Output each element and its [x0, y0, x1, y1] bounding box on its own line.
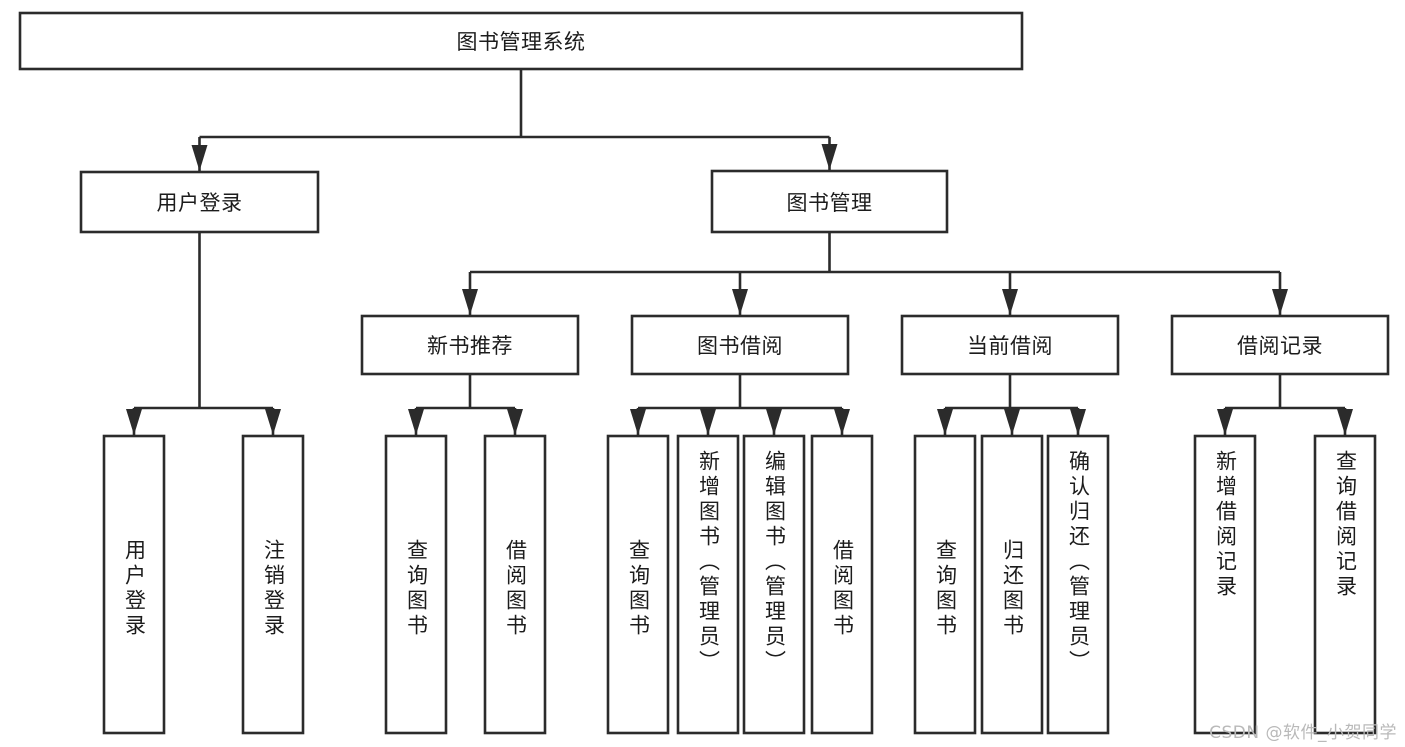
node-box-new-book-recommend[interactable] — [360, 314, 580, 376]
arrow-head-icon — [408, 409, 424, 435]
node-box-leaf-confirm-return[interactable] — [1046, 434, 1110, 735]
arrow-head-icon — [1272, 289, 1288, 315]
node-box-leaf-add-record[interactable] — [1193, 434, 1257, 735]
node-box-leaf-borrow-book-rec[interactable] — [483, 434, 547, 735]
arrow-head-icon — [834, 409, 850, 435]
node-box-borrow-record[interactable] — [1170, 314, 1390, 376]
node-boxes — [18, 11, 1390, 735]
arrow-head-icon — [1217, 409, 1233, 435]
arrow-head-icon — [1337, 409, 1353, 435]
arrow-head-icon — [937, 409, 953, 435]
arrow-head-icon — [191, 145, 208, 171]
arrow-head-icon — [126, 409, 142, 435]
node-box-book-borrow[interactable] — [630, 314, 850, 376]
arrow-head-icon — [766, 409, 782, 435]
node-box-leaf-logout[interactable] — [241, 434, 305, 735]
node-box-leaf-query-book-rec[interactable] — [384, 434, 448, 735]
arrow-head-icon — [1004, 409, 1020, 435]
arrow-head-icon — [821, 144, 838, 170]
root-node-box[interactable] — [18, 11, 1024, 71]
connector-lines — [126, 69, 1353, 435]
arrow-head-icon — [732, 289, 748, 315]
node-box-leaf-borrow-book-bb[interactable] — [810, 434, 874, 735]
node-box-leaf-user-login[interactable] — [102, 434, 166, 735]
arrow-head-icon — [507, 409, 523, 435]
node-box-leaf-query-record[interactable] — [1313, 434, 1377, 735]
arrow-head-icon — [462, 289, 478, 315]
arrow-head-icon — [700, 409, 716, 435]
node-box-book-manage[interactable] — [710, 169, 949, 234]
arrow-head-icon — [1002, 289, 1018, 315]
node-box-leaf-return-book[interactable] — [980, 434, 1044, 735]
node-box-leaf-query-book-bb[interactable] — [606, 434, 670, 735]
watermark-text: CSDN @软件_小贺同学 — [1209, 723, 1397, 743]
node-box-current-borrow[interactable] — [900, 314, 1120, 376]
node-box-leaf-edit-book[interactable] — [742, 434, 806, 735]
node-box-leaf-add-book[interactable] — [676, 434, 740, 735]
node-box-user-login[interactable] — [79, 170, 320, 234]
node-box-leaf-query-book-cb[interactable] — [913, 434, 977, 735]
arrow-head-icon — [265, 409, 281, 435]
arrow-head-icon — [1070, 409, 1086, 435]
arrow-head-icon — [630, 409, 646, 435]
